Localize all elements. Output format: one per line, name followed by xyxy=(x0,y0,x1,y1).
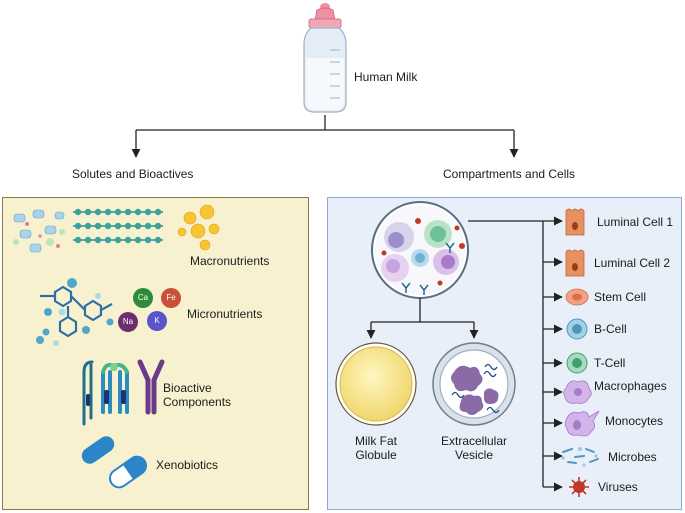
pills-icon xyxy=(81,436,148,489)
ion-k-label: K xyxy=(154,316,160,325)
cell-b-cell-label: B-Cell xyxy=(594,322,627,336)
cell-monocytes-label: Monocytes xyxy=(605,414,664,428)
solute-micronutrients-label: Micronutrients xyxy=(187,307,263,321)
monocyte-icon xyxy=(564,410,600,437)
luminal-cell-1-icon xyxy=(565,208,585,236)
cell-luminal-2-label: Luminal Cell 2 xyxy=(594,256,671,270)
virus-icon xyxy=(569,477,589,497)
solute-bioactive-label: Bioactive Components xyxy=(163,381,232,409)
b-cell-icon xyxy=(566,318,588,340)
macrophage-icon xyxy=(563,380,592,404)
stem-cell-icon xyxy=(565,288,589,306)
solutes-panel xyxy=(2,197,309,510)
cell-macrophages-label: Macrophages xyxy=(594,379,667,393)
ion-ca-label: Ca xyxy=(137,293,149,302)
ion-na-label: Na xyxy=(122,317,134,326)
fat-globule-icon xyxy=(335,342,417,426)
t-cell-icon xyxy=(566,352,588,374)
ion-fe-label: Fe xyxy=(166,293,176,302)
branch-right-title: Compartments and Cells xyxy=(443,167,576,181)
cell-stem-label: Stem Cell xyxy=(594,290,647,304)
microbes-icon xyxy=(561,447,599,467)
cell-luminal-1-label: Luminal Cell 1 xyxy=(597,215,674,229)
branch-left-title: Solutes and Bioactives xyxy=(72,167,194,181)
cell-microbes-label: Microbes xyxy=(608,450,657,464)
cell-t-cell-label: T-Cell xyxy=(594,356,626,370)
vesicle-icon xyxy=(432,342,516,426)
baby-bottle-icon xyxy=(303,3,347,113)
mineral-ions-icon xyxy=(118,288,181,332)
cell-viruses-label: Viruses xyxy=(598,480,638,494)
tree-connectors xyxy=(131,115,519,158)
micronutrient-molecules-icon xyxy=(36,278,114,346)
compartment-vesicle-label: Extracellular Vesicle xyxy=(440,434,508,462)
milk-cell-cluster-icon xyxy=(371,201,469,299)
antibody-proteins-icon xyxy=(82,359,165,426)
luminal-cell-2-icon xyxy=(565,249,585,277)
macronutrient-molecules-icon xyxy=(13,204,220,253)
solute-macronutrients-label: Macronutrients xyxy=(190,254,270,268)
solute-xenobiotics-label: Xenobiotics xyxy=(156,458,219,472)
cell-connectors xyxy=(366,216,563,492)
compartment-fat-globule-label: Milk Fat Globule xyxy=(355,434,397,462)
root-label: Human Milk xyxy=(354,70,418,84)
